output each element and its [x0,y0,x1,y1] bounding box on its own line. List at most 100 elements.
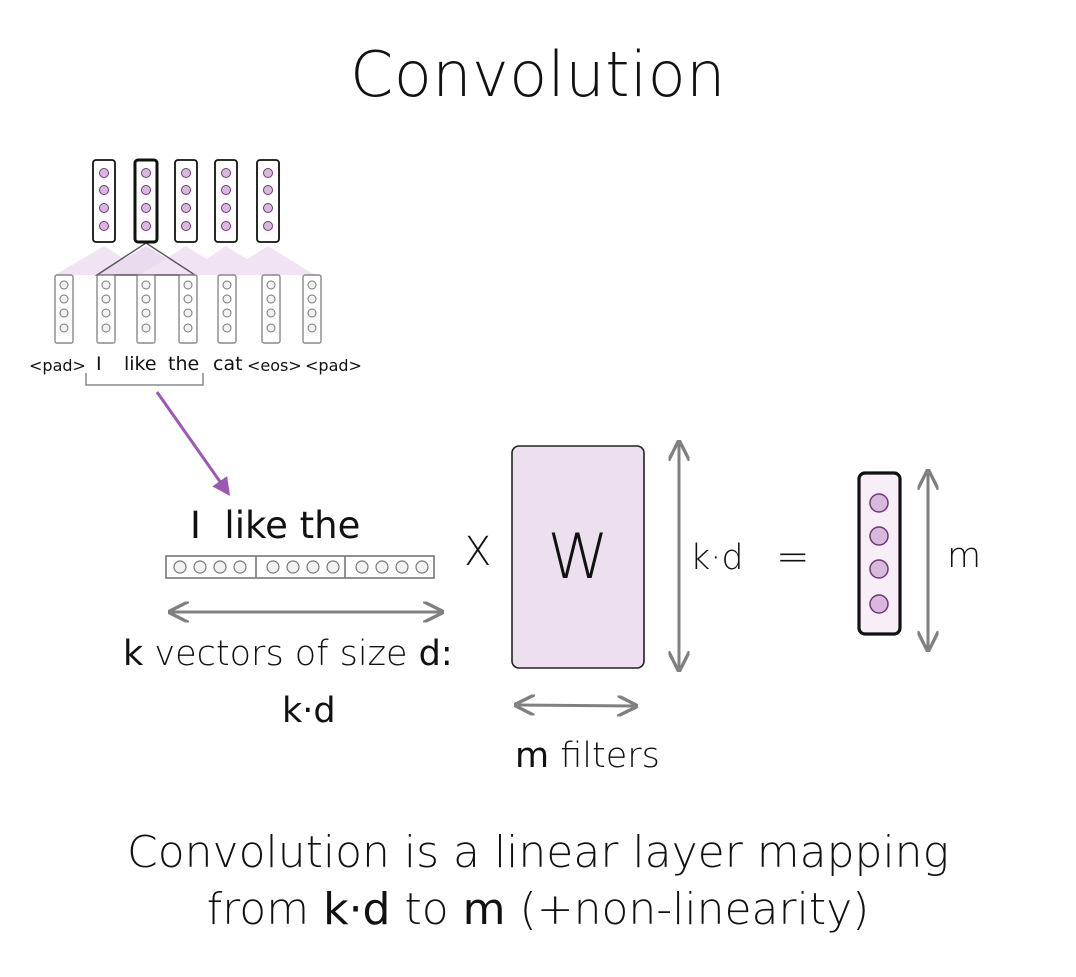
input-cell [101,294,111,304]
output-cell [99,185,109,195]
input-kd: k·d [282,691,336,731]
caption: Convolution is a linear layer mapping fr… [0,824,1076,938]
m-label: m [947,536,982,576]
caption-to: to [404,884,449,935]
concat-cell [213,560,227,574]
input-token-vector [54,274,74,344]
concat-cell [193,560,207,574]
input-token-vector [136,274,156,344]
output-cell [141,185,151,195]
input-cell [266,294,276,304]
token-eos: <eos> [247,356,302,375]
input-cell [141,308,151,318]
input-cell [59,280,69,290]
input-cell [101,323,111,333]
token-pad-1: <pad> [29,356,86,375]
output-vector [174,159,198,243]
output-cell [141,221,151,231]
d-term: d: [418,634,453,674]
equals-sign: = [776,534,810,580]
concat-cell [306,560,320,574]
concat-cell [415,560,429,574]
m-term: m [515,736,550,776]
output-vector [214,159,238,243]
input-cell [307,323,317,333]
window-words: I like the [190,504,361,547]
filters-width-arrow [518,705,634,706]
output-cell [99,221,109,231]
caption-m: m [462,884,506,935]
input-token-vector [96,274,116,344]
input-token-vector [217,274,237,344]
caption-suffix: (+non-linearity) [519,884,870,935]
caption-kd: k·d [323,884,391,935]
matrix-label: W [547,520,609,593]
output-cell [263,168,273,178]
output-cell [141,168,151,178]
output-cell [221,168,231,178]
output-cell [181,221,191,231]
input-cell [222,308,232,318]
input-description: k vectors of size d: [123,634,453,674]
input-cell [266,308,276,318]
input-cell [183,308,193,318]
concat-cell [286,560,300,574]
result-vector [857,471,902,636]
input-cell [141,280,151,290]
input-cell [307,308,317,318]
weight-matrix [511,445,645,669]
input-token-vector [302,274,322,344]
k-term: k [123,634,144,674]
concat-cell [355,560,369,574]
concat-cell [266,560,280,574]
times-operator: X [464,529,492,575]
input-cell [183,323,193,333]
output-vectors-row [92,158,280,244]
input-cell [59,294,69,304]
input-cell [183,294,193,304]
input-cell [101,280,111,290]
token-the: the [168,353,200,375]
output-cell [141,203,151,213]
input-cell [266,280,276,290]
output-cell [221,221,231,231]
output-cell [263,203,273,213]
token-pad-2: <pad> [305,356,362,375]
input-cell [101,308,111,318]
output-vector [256,159,280,243]
input-cell [59,323,69,333]
output-cell [221,185,231,195]
input-cell [222,294,232,304]
concat-cell [375,560,389,574]
output-cell [221,203,231,213]
concat-cell [326,560,340,574]
token-like: like [124,353,157,375]
mapping-arrow [155,391,231,496]
input-cell [222,323,232,333]
output-vector [92,159,116,243]
token-cat: cat [213,353,243,375]
vectors-of-size-text: vectors of size [154,634,408,674]
output-cell [263,185,273,195]
input-cell [183,280,193,290]
output-cell [99,168,109,178]
concat-cell [173,560,187,574]
caption-from: from [206,884,310,935]
output-vector [133,158,159,244]
input-cell [307,280,317,290]
concat-cell [395,560,409,574]
kd-label: k·d [690,538,744,578]
input-cell [266,323,276,333]
concat-cell [233,560,247,574]
input-cell [141,323,151,333]
token-i: I [96,353,102,375]
input-cell [307,294,317,304]
caption-line-2: from k·d to m (+non-linearity) [0,881,1076,938]
receptive-field-shading [55,246,315,275]
output-cell [181,203,191,213]
input-cell [222,280,232,290]
output-cell [181,185,191,195]
input-token-vector [261,274,281,344]
caption-line-1: Convolution is a linear layer mapping [127,827,949,878]
